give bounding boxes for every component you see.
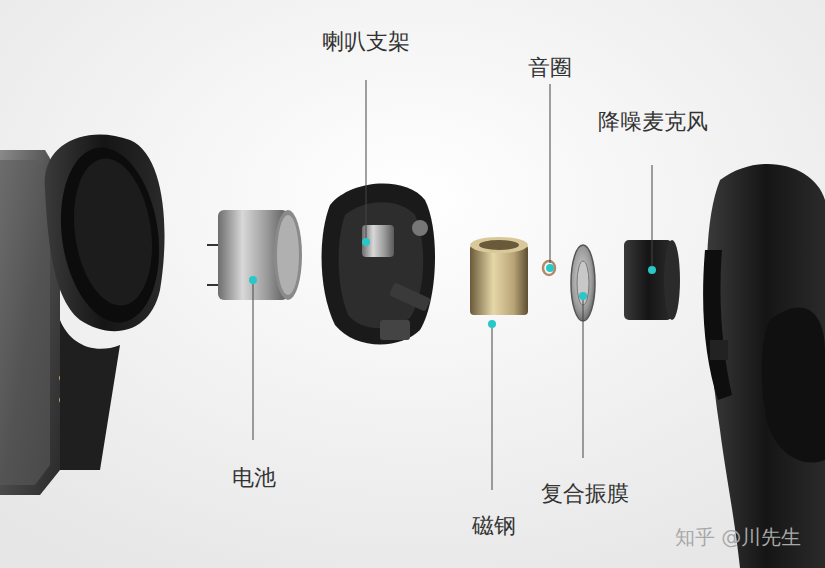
part-label: 复合振膜 — [541, 481, 629, 507]
battery — [207, 210, 302, 300]
part-label: 降噪麦克风 — [598, 109, 708, 135]
watermark: 知乎 @川先生 — [675, 525, 801, 549]
speaker-bracket — [322, 184, 435, 345]
part-label: 电池 — [232, 465, 276, 491]
magnet — [470, 237, 528, 315]
voice-coil — [543, 261, 555, 275]
part-label: 喇叭支架 — [322, 29, 410, 55]
callout-dots — [249, 238, 656, 328]
part-label: 音圈 — [528, 55, 572, 81]
part-label: 磁钢 — [472, 513, 516, 539]
right-housing — [703, 164, 825, 568]
leader-lines — [253, 80, 652, 490]
left-housing — [0, 134, 170, 495]
